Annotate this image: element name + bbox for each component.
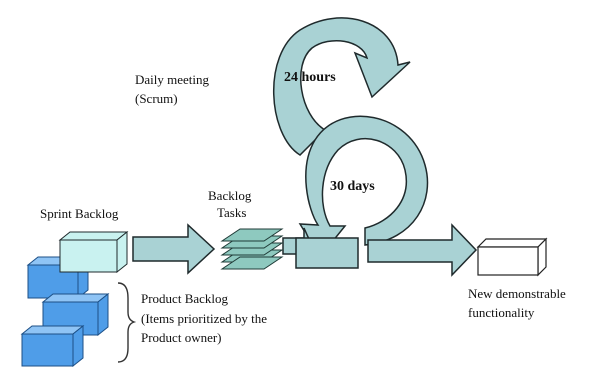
product-backlog-stack <box>20 255 110 368</box>
sprint-backlog-label: Sprint Backlog <box>40 206 119 221</box>
backlog-tasks-label-line2: Tasks <box>217 205 246 220</box>
daily-cycle-loop <box>272 17 411 156</box>
product-backlog-brace <box>117 282 137 363</box>
hours-24-label: 24 hours <box>284 70 336 85</box>
backlog-tasks-stack <box>220 228 284 270</box>
new-functionality-label-line1: New demonstrable <box>468 286 566 301</box>
daily-meeting-label-line2: (Scrum) <box>135 91 178 106</box>
sprint-cycle-loop <box>298 115 429 259</box>
daily-cycle-arc <box>272 17 411 156</box>
product-backlog-label-line3: Product owner) <box>141 330 222 345</box>
days-30-label: 30 days <box>330 179 375 194</box>
sprint-cycle-ring <box>298 115 429 259</box>
output-functionality-box <box>476 237 548 277</box>
new-functionality-label-line2: functionality <box>468 305 535 320</box>
arrow-cycle-to-output <box>367 223 478 277</box>
backlog-tasks-label-line1: Backlog <box>208 188 252 203</box>
product-backlog-label-line1: Product Backlog <box>141 291 229 306</box>
sprint-backlog-block <box>58 230 129 274</box>
product-backlog-label-line2: (Items prioritized by the <box>141 311 267 326</box>
cycle-entry-block <box>295 237 359 269</box>
arrow-sprint-to-tasks <box>132 223 216 275</box>
backlog-item-block <box>20 324 85 368</box>
daily-meeting-label-line1: Daily meeting <box>135 72 210 87</box>
